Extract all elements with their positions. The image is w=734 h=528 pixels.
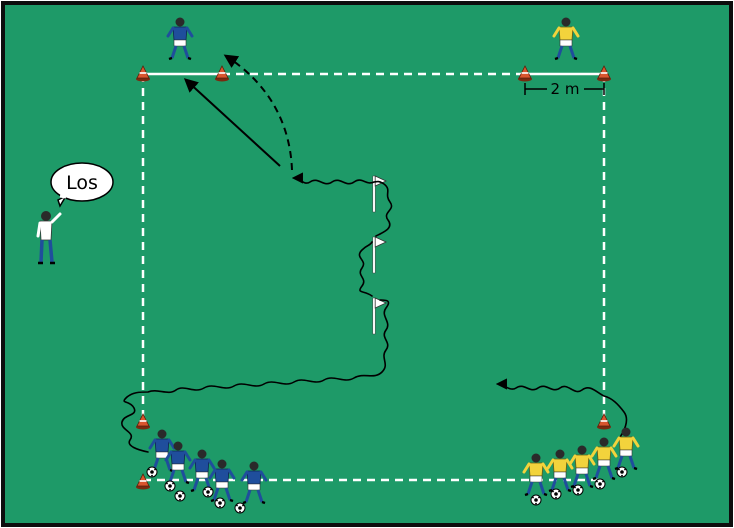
ball-icon (175, 491, 185, 501)
ball-icon (147, 467, 157, 477)
ball-icon (573, 485, 583, 495)
coach-call-label: Los (66, 172, 98, 194)
ball-icon (551, 489, 561, 499)
ball-icon (165, 481, 175, 491)
ball-icon (215, 498, 225, 508)
ball-icon (203, 487, 213, 497)
distance-label: 2 m (551, 80, 580, 98)
ball-icon (595, 479, 605, 489)
ball-icon (617, 467, 627, 477)
ball-icon (235, 503, 245, 513)
ball-icon (531, 495, 541, 505)
